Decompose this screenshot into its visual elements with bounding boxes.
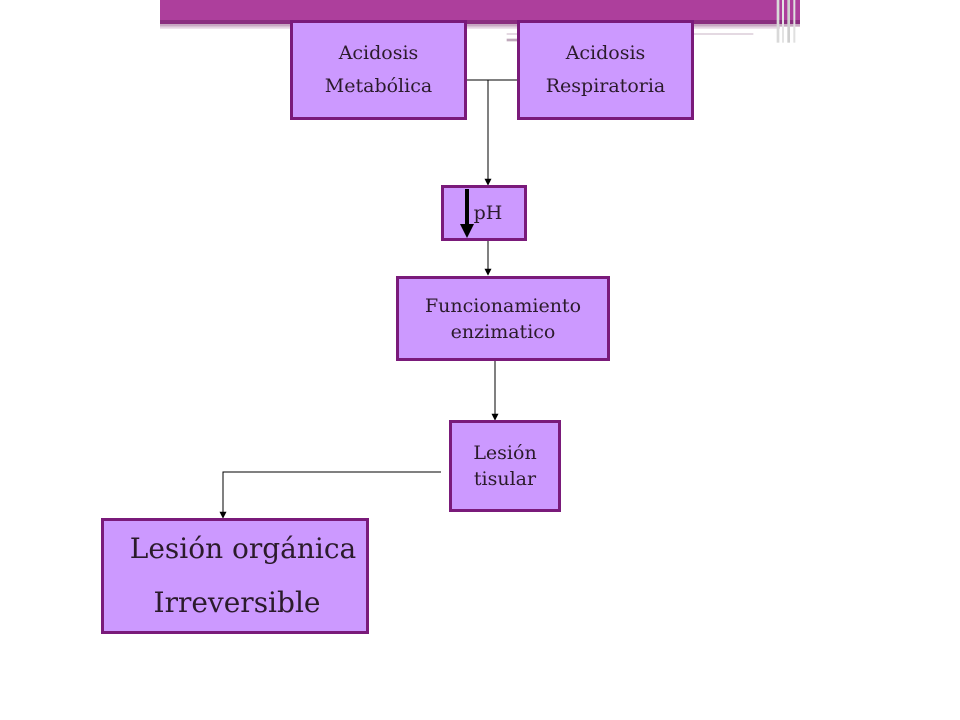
funcionamiento-line1: Funcionamiento — [424, 294, 582, 317]
acidosis-respiratoria-line1: Acidosis — [565, 42, 646, 64]
ph-box: pH — [441, 185, 527, 241]
lesion-organica-box: Lesión orgánica Irreversible — [101, 518, 369, 634]
acidosis-respiratoria-line2: Respiratoria — [545, 75, 666, 97]
lesion-organica-line2: Irreversible — [153, 586, 321, 619]
arrow-to-lesion-organica — [219, 471, 441, 519]
ph-label: pH — [473, 202, 503, 224]
acidosis-metabolica-box: Acidosis Metabólica — [290, 20, 467, 120]
down-arrow-icon — [460, 189, 474, 238]
acidosis-metabolica-line2: Metabólica — [324, 75, 433, 97]
lesion-organica-line1: Lesión orgánica — [129, 532, 357, 565]
funcionamiento-box: Funcionamiento enzimatico — [396, 276, 610, 361]
lesion-tisular-line2: tisular — [473, 468, 537, 490]
lesion-tisular-box: Lesión tisular — [449, 420, 561, 512]
acidosis-respiratoria-box: Acidosis Respiratoria — [517, 20, 694, 120]
lesion-tisular-line1: Lesión — [473, 442, 537, 464]
funcionamiento-line2: enzimatico — [450, 320, 556, 343]
acidosis-metabolica-line1: Acidosis — [338, 42, 419, 64]
